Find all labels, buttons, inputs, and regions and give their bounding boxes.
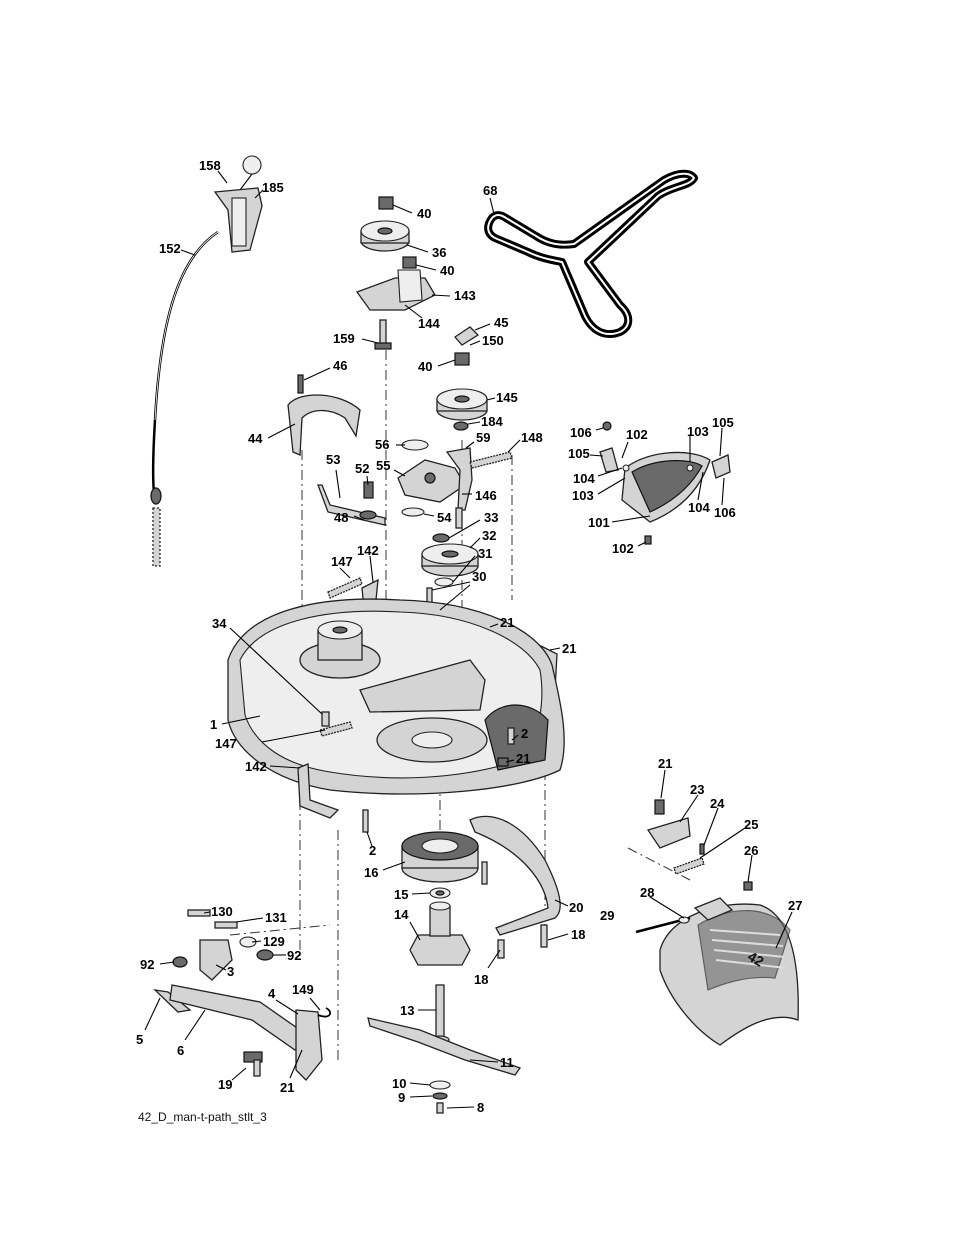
callout-55: 55 bbox=[376, 458, 390, 473]
belt-guard bbox=[288, 375, 360, 455]
callout-19: 19 bbox=[218, 1077, 232, 1092]
callout-92a: 92 bbox=[140, 957, 154, 972]
callout-46: 46 bbox=[333, 358, 347, 373]
callout-56: 56 bbox=[375, 437, 389, 452]
callout-11: 11 bbox=[500, 1055, 514, 1070]
callout-21b: 21 bbox=[562, 641, 576, 656]
callout-106b: 106 bbox=[714, 505, 736, 520]
callout-184: 184 bbox=[481, 414, 503, 429]
knob-icon bbox=[243, 156, 261, 174]
callout-40: 40 bbox=[417, 206, 431, 221]
callout-32: 32 bbox=[482, 528, 496, 543]
callout-6: 6 bbox=[177, 1043, 184, 1058]
callout-59: 59 bbox=[476, 430, 490, 445]
callout-18b: 18 bbox=[474, 972, 488, 987]
callout-105b: 105 bbox=[568, 446, 590, 461]
callout-102b: 102 bbox=[612, 541, 634, 556]
callout-29: 29 bbox=[600, 908, 614, 923]
callout-147: 147 bbox=[331, 554, 353, 569]
callout-105a: 105 bbox=[712, 415, 734, 430]
callout-142: 142 bbox=[357, 543, 379, 558]
callout-15: 15 bbox=[394, 887, 408, 902]
callout-143: 143 bbox=[454, 288, 476, 303]
callout-44: 44 bbox=[248, 431, 263, 446]
callout-18a: 18 bbox=[571, 927, 585, 942]
callout-149: 149 bbox=[292, 982, 314, 997]
callout-148: 148 bbox=[521, 430, 543, 445]
callout-103b: 103 bbox=[572, 488, 594, 503]
callout-144: 144 bbox=[418, 316, 440, 331]
callout-104b: 104 bbox=[688, 500, 710, 515]
callout-16: 16 bbox=[364, 865, 378, 880]
callout-1: 1 bbox=[210, 717, 217, 732]
callout-34: 34 bbox=[212, 616, 227, 631]
callout-21c: 21 bbox=[516, 751, 530, 766]
discharge-chute bbox=[636, 800, 798, 1045]
callout-53: 53 bbox=[326, 452, 340, 467]
callout-13: 13 bbox=[400, 1003, 414, 1018]
callout-147b: 147 bbox=[215, 736, 237, 751]
callout-26: 26 bbox=[744, 843, 758, 858]
callout-48: 48 bbox=[334, 510, 348, 525]
callout-40c: 40 bbox=[418, 359, 432, 374]
callout-28: 28 bbox=[640, 885, 654, 900]
callout-21a: 21 bbox=[500, 615, 514, 630]
callout-40b: 40 bbox=[440, 263, 454, 278]
callout-159: 159 bbox=[333, 331, 355, 346]
spindle-assembly bbox=[368, 832, 520, 1113]
callout-150: 150 bbox=[482, 333, 504, 348]
callout-3: 3 bbox=[227, 964, 234, 979]
callout-2a: 2 bbox=[521, 726, 528, 741]
idler-pulley-assembly bbox=[357, 197, 487, 430]
callout-131: 131 bbox=[265, 910, 287, 925]
callout-45: 45 bbox=[494, 315, 508, 330]
deck-baffle bbox=[470, 816, 560, 958]
figure-caption: 42_D_man-t-path_stlt_3 bbox=[138, 1110, 267, 1124]
callout-36: 36 bbox=[432, 245, 446, 260]
callout-31: 31 bbox=[478, 546, 492, 561]
callout-30: 30 bbox=[472, 569, 486, 584]
callout-158: 158 bbox=[199, 158, 221, 173]
callout-52: 52 bbox=[355, 461, 369, 476]
callout-25: 25 bbox=[744, 817, 758, 832]
callout-152: 152 bbox=[159, 241, 181, 256]
callout-104a: 104 bbox=[573, 471, 595, 486]
callout-21e: 21 bbox=[658, 756, 672, 771]
callout-68: 68 bbox=[483, 183, 497, 198]
callout-92b: 92 bbox=[287, 948, 301, 963]
callout-9: 9 bbox=[398, 1090, 405, 1105]
lift-cable-assembly bbox=[151, 156, 262, 566]
callout-4: 4 bbox=[268, 986, 276, 1001]
callout-142b: 142 bbox=[245, 759, 267, 774]
callout-102a: 102 bbox=[626, 427, 648, 442]
callout-27: 27 bbox=[788, 898, 802, 913]
callout-185: 185 bbox=[262, 180, 284, 195]
drive-belt bbox=[488, 174, 694, 334]
callout-103a: 103 bbox=[687, 424, 709, 439]
callout-5: 5 bbox=[136, 1032, 143, 1047]
callout-20: 20 bbox=[569, 900, 583, 915]
callout-14: 14 bbox=[394, 907, 409, 922]
callout-33: 33 bbox=[484, 510, 498, 525]
callout-130: 130 bbox=[211, 904, 233, 919]
callout-23: 23 bbox=[690, 782, 704, 797]
callout-24: 24 bbox=[710, 796, 725, 811]
mulch-cover bbox=[600, 422, 730, 544]
callout-21d: 21 bbox=[280, 1080, 294, 1095]
mower-deck bbox=[228, 599, 564, 832]
callout-145: 145 bbox=[496, 390, 518, 405]
callout-8: 8 bbox=[477, 1100, 484, 1115]
callout-54: 54 bbox=[437, 510, 452, 525]
callout-146: 146 bbox=[475, 488, 497, 503]
callout-2b: 2 bbox=[369, 843, 376, 858]
callout-101: 101 bbox=[588, 515, 610, 530]
callout-10: 10 bbox=[392, 1076, 406, 1091]
callout-129: 129 bbox=[263, 934, 285, 949]
callout-106a: 106 bbox=[570, 425, 592, 440]
